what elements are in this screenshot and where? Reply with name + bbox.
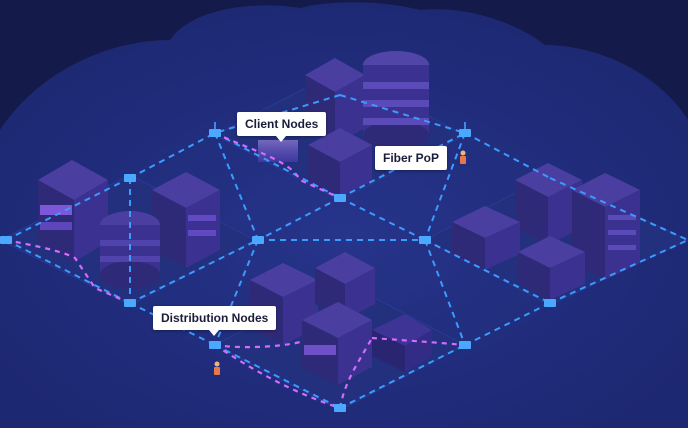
technician-icon xyxy=(460,150,466,164)
network-node-icon xyxy=(334,404,346,412)
network-node-icon xyxy=(209,122,221,137)
network-node-icon xyxy=(544,299,556,307)
network-node-icon xyxy=(459,122,471,137)
background-corner-top-left xyxy=(0,0,150,120)
network-node-icon xyxy=(0,236,12,244)
distribution-nodes-label-text: Distribution Nodes xyxy=(161,311,269,325)
pink-network-links xyxy=(5,132,466,410)
technician-icon xyxy=(214,361,220,375)
network-node-icon xyxy=(209,341,221,349)
blue-network-links xyxy=(5,94,688,409)
buildings-top xyxy=(258,51,429,198)
network-node-icon xyxy=(124,174,136,182)
distribution-nodes-label-tail xyxy=(209,330,219,336)
network-node-icon xyxy=(252,236,264,244)
fiber-pop-label: Fiber PoP xyxy=(375,146,448,170)
network-nodes xyxy=(0,122,556,412)
background-corner-top-right xyxy=(530,0,688,90)
network-node-icon xyxy=(459,341,471,349)
network-node-icon xyxy=(334,194,346,202)
distribution-nodes-label: Distribution Nodes xyxy=(153,306,277,336)
client-nodes-label-text: Client Nodes xyxy=(245,117,319,131)
client-nodes-label-tail xyxy=(276,136,286,142)
client-nodes-label: Client Nodes xyxy=(237,112,327,142)
buildings-right xyxy=(452,163,640,300)
network-node-icon xyxy=(419,236,431,244)
fiber-pop-label-text: Fiber PoP xyxy=(383,151,440,165)
network-node-icon xyxy=(124,299,136,307)
